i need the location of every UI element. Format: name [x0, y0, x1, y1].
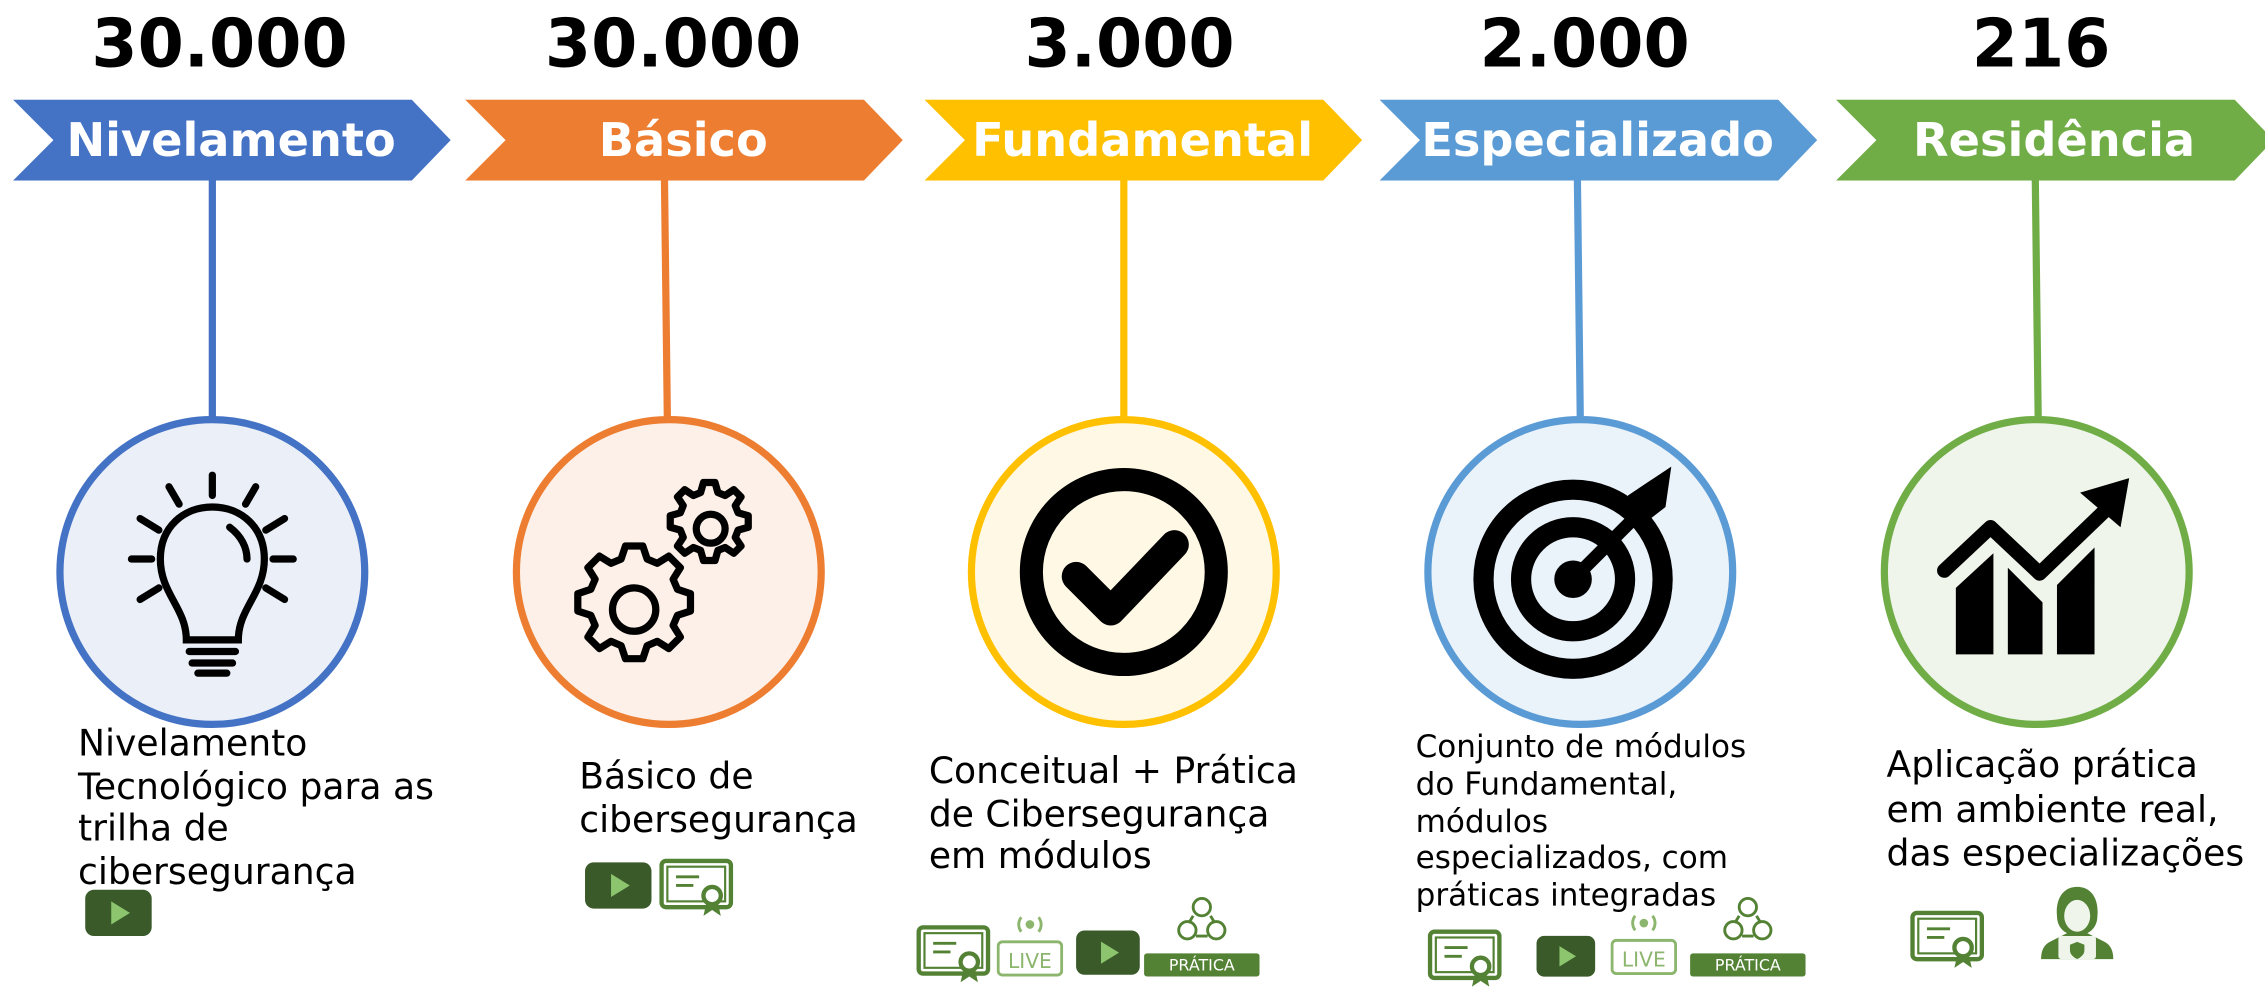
stage-title: Fundamental — [972, 112, 1314, 168]
stage-banner-residencia: Residência — [1835, 99, 2265, 181]
growth-chart-icon — [1937, 478, 2130, 655]
stage-banner-nivelamento: Nivelamento — [13, 99, 451, 181]
stage-circle-residencia — [1880, 416, 2193, 729]
stage-title: Nivelamento — [66, 112, 396, 168]
connector-line-residencia — [2031, 179, 2042, 419]
practice-icon: PRÁTICA — [1690, 893, 1806, 977]
stage-description: Conceitual + Prática de Cibersegurança e… — [928, 749, 1298, 877]
certificate-icon — [659, 858, 734, 919]
stage-count: 2.000 — [1479, 4, 1690, 83]
live-label: LIVE — [1008, 949, 1052, 973]
stage-count: 30.000 — [91, 4, 348, 83]
stage-circle-fundamental — [967, 416, 1280, 729]
live-icon: LIVE — [996, 913, 1064, 977]
practice-icon: PRÁTICA — [1144, 893, 1260, 977]
target-icon — [1473, 466, 1673, 679]
stage-banner-fundamental: Fundamental — [924, 99, 1363, 181]
stage-count: 216 — [1971, 4, 2111, 83]
stage-banner-especializado: Especializado — [1379, 99, 1818, 181]
practice-label: PRÁTICA — [1715, 956, 1781, 975]
stage-title: Residência — [1913, 112, 2196, 168]
connector-line-especializado — [1573, 179, 1584, 419]
certificate-icon — [1427, 929, 1502, 989]
certificate-icon — [916, 924, 991, 985]
video-icon — [1075, 929, 1141, 977]
hacker-icon — [2038, 884, 2116, 962]
lightbulb-icon — [127, 471, 297, 677]
stage-count: 3.000 — [1024, 4, 1235, 83]
video-icon — [84, 888, 153, 937]
stage-description: Conjunto de módulos do Fundamental, módu… — [1415, 729, 1747, 915]
live-label: LIVE — [1622, 947, 1666, 971]
stage-description: Aplicação prática em ambiente real, das … — [1886, 743, 2245, 874]
check-circle-icon — [1019, 468, 1228, 677]
video-icon — [584, 861, 653, 910]
stage-circle-nivelamento — [56, 416, 369, 729]
stage-title: Especializado — [1421, 112, 1774, 168]
connector-line-basico — [660, 179, 671, 419]
stage-count: 30.000 — [544, 4, 802, 83]
stage-description: Nivelamento Tecnológico para as trilha d… — [78, 722, 434, 892]
stage-title: Básico — [598, 112, 768, 168]
stage-description: Básico de cibersegurança — [579, 755, 858, 840]
video-icon — [1533, 935, 1599, 978]
gears-icon — [574, 478, 752, 663]
stage-circle-especializado — [1424, 416, 1737, 729]
certificate-icon — [1910, 910, 1985, 971]
stage-circle-basico — [512, 416, 825, 729]
practice-label: PRÁTICA — [1169, 956, 1235, 975]
live-icon: LIVE — [1610, 910, 1678, 976]
stage-banner-basico: Básico — [465, 99, 903, 181]
